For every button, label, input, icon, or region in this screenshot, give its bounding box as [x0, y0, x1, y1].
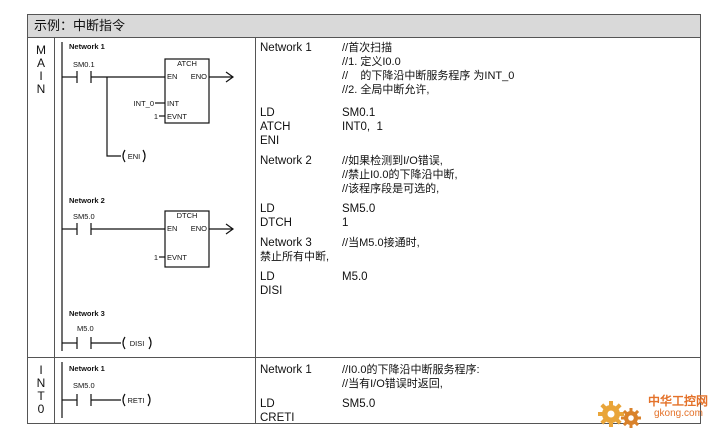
dtch-en-pin: EN: [167, 224, 177, 233]
atch-box-name: ATCH: [177, 59, 197, 68]
stl-comment: //首次扫描: [342, 42, 393, 54]
gkong-logo-icon: [598, 401, 641, 428]
stl-arg: SM5.0: [342, 398, 376, 410]
stl-op: DISI: [260, 285, 283, 297]
dtch-evnt-pin: EVNT: [167, 253, 187, 262]
atch-en-pin: EN: [167, 72, 177, 81]
stl-arg: INT0, 1: [342, 121, 383, 133]
side-letter: I: [39, 363, 43, 377]
stl-arg: SM5.0: [342, 203, 376, 215]
atch-int-input: INT_0: [134, 99, 154, 108]
stl-comment: //2. 全局中断允许,: [342, 84, 430, 96]
side-letter: M: [36, 43, 46, 57]
dtch-evnt-input: 1: [154, 253, 158, 262]
table-title: 示例：中断指令: [34, 18, 126, 33]
dtch-eno-pin: ENO: [191, 224, 207, 233]
main-ladder-diagram: Network 1 SM0.1 ATCH EN ENO INT_0 INT 1 …: [61, 42, 235, 351]
atch-eno-pin: ENO: [191, 72, 207, 81]
ladder-network-2-title: Network 2: [69, 196, 105, 205]
stl-network-3-subtitle: 禁止所有中断,: [260, 251, 330, 263]
stl-op: LD: [260, 271, 275, 283]
stl-comment: //禁止I0.0的下降沿中断,: [342, 169, 458, 181]
stl-op: LD: [260, 107, 275, 119]
ladder-contact-m5-0: M5.0: [77, 324, 94, 333]
stl-op: ENI: [260, 135, 280, 147]
column-divider-1: [54, 38, 55, 424]
atch-int-pin: INT: [167, 99, 180, 108]
int0-stl-network-title: Network 1: [260, 364, 312, 376]
coil-eni-label: ENI: [128, 152, 141, 161]
int0-side-label: I N T 0: [28, 364, 54, 416]
ladder-contact-sm0-1: SM0.1: [73, 60, 95, 69]
side-letter: A: [36, 56, 45, 70]
watermark-url: gkong.com: [654, 408, 703, 419]
atch-evnt-pin: EVNT: [167, 112, 187, 121]
stl-op: CRETI: [260, 412, 295, 424]
coil-reti-label: RETI: [127, 396, 144, 405]
stl-comment: //当M5.0接通时,: [342, 237, 420, 249]
row-divider: [27, 357, 701, 358]
stl-arg: 1: [342, 217, 349, 229]
side-letter: 0: [37, 402, 45, 416]
stl-arg: M5.0: [342, 271, 368, 283]
column-divider-2: [255, 38, 256, 424]
atch-evnt-input: 1: [154, 112, 158, 121]
int0-ladder-network-title: Network 1: [69, 364, 105, 373]
stl-op: ATCH: [260, 121, 291, 133]
side-letter: N: [36, 376, 46, 390]
stl-comment: //当有I/O错误时返回,: [342, 378, 443, 390]
int0-ladder-contact: SM5.0: [73, 381, 95, 390]
watermark-brand: 中华工控网: [648, 394, 709, 408]
stl-comment: //I0.0的下降沿中断服务程序:: [342, 364, 480, 376]
ladder-network-1-title: Network 1: [69, 42, 105, 51]
stl-arg: SM0.1: [342, 107, 376, 119]
side-letter: T: [37, 389, 45, 403]
int0-ladder-diagram: Network 1 SM5.0 RETI: [61, 362, 151, 418]
main-side-label: M A I N: [28, 44, 54, 96]
ladder-contact-sm5-0: SM5.0: [73, 212, 95, 221]
side-letter: I: [39, 69, 43, 83]
table-header: 示例：中断指令: [27, 14, 701, 38]
stl-comment: //如果检测到I/O错误,: [342, 155, 443, 167]
stl-network-2-title: Network 2: [260, 155, 312, 167]
stl-network-3-title: Network 3: [260, 237, 312, 249]
stl-op: DTCH: [260, 217, 292, 229]
stl-network-1-title: Network 1: [260, 42, 312, 54]
stl-comment: //1. 定义I0.0: [342, 56, 401, 68]
stl-op: LD: [260, 398, 275, 410]
stl-comment: //该程序段是可选的,: [342, 183, 440, 195]
ladder-network-3-title: Network 3: [69, 309, 105, 318]
side-letter: N: [36, 82, 46, 96]
dtch-box-name: DTCH: [177, 211, 198, 220]
stl-comment: // 的下降沿中断服务程序 为INT_0: [342, 70, 515, 82]
stl-op: LD: [260, 203, 275, 215]
coil-disi-label: DISI: [130, 339, 145, 348]
